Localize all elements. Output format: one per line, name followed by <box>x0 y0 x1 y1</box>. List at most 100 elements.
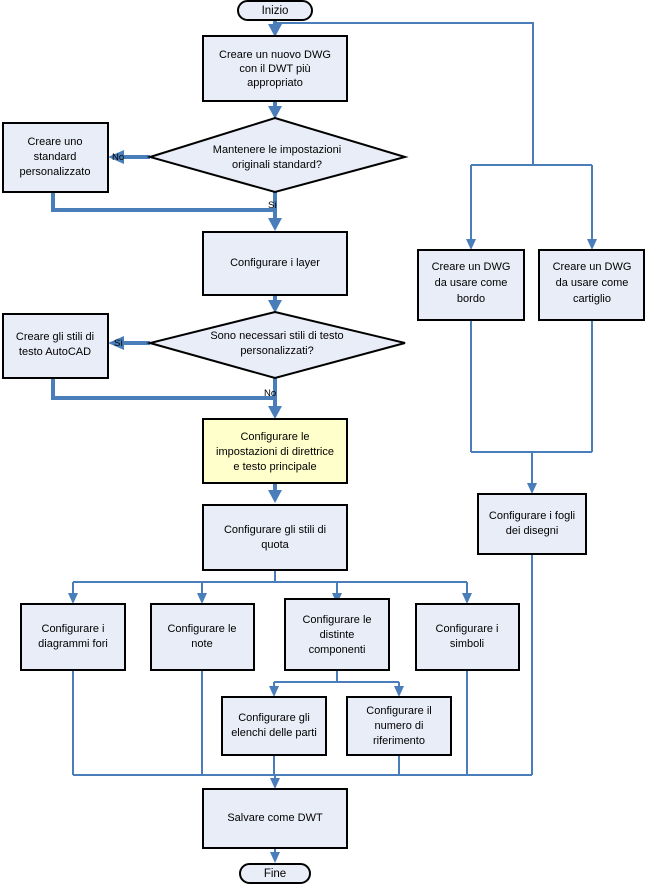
node-salvare-come-dwt[interactable]: Salvare come DWT <box>202 788 348 849</box>
n2-line-2: standard <box>34 151 77 163</box>
n2-shape <box>2 122 109 193</box>
node-configurare-stili-quota[interactable]: Configurare gli stili di quota <box>202 504 348 571</box>
n16-line-2: dei disegni <box>506 525 559 537</box>
node-configurare-fogli-disegni[interactable]: Configurare i fogli dei disegni <box>477 493 587 555</box>
arrowhead-to-n14 <box>466 239 476 250</box>
d2-shape <box>146 310 406 380</box>
node-configurare-simboli[interactable]: Configurare i simboli <box>415 603 520 671</box>
start-label: Inizio <box>262 5 289 17</box>
n9-line-2: distinte <box>320 629 355 641</box>
n6-line-1: Configurare gli stili di <box>224 524 326 536</box>
arrowhead-d1-no-to-n2 <box>108 150 124 164</box>
edge-label-d2-si: Sì <box>114 338 123 349</box>
n13-shape <box>202 788 348 849</box>
connector-n2-merge <box>51 192 275 212</box>
n8-line-2: note <box>191 638 212 650</box>
arrowhead-to-n8 <box>197 593 207 604</box>
connector-layer <box>51 18 597 863</box>
node-creare-stili-testo-autocad[interactable]: Creare gli stili di testo AutoCAD <box>2 313 109 379</box>
node-decision-mantenere-impostazioni[interactable]: Mantenere le impostazioni originali stan… <box>146 116 409 194</box>
n3-shape <box>202 231 348 296</box>
n4-line-2: testo AutoCAD <box>19 346 91 358</box>
n12-line-1: Configurare il <box>366 705 431 717</box>
node-configurare-layer[interactable]: Configurare i layer <box>202 231 348 296</box>
n11-line-1: Configurare gli <box>238 712 310 724</box>
n5-line-3: e testo principale <box>233 461 316 473</box>
n14-line-2: da usare come <box>435 277 508 289</box>
n9-line-3: componenti <box>309 644 366 656</box>
n16-line-1: Configurare i fogli <box>489 510 575 522</box>
connector-start-to-right-branch <box>277 22 534 165</box>
n9-line-1: Configurare le <box>302 614 371 626</box>
connector-n4-merge <box>51 378 275 400</box>
n14-line-1: Creare un DWG <box>432 261 511 273</box>
node-creare-standard-personalizzato[interactable]: Creare uno standard personalizzato <box>2 122 109 193</box>
arrowhead-n3-to-d2 <box>268 300 282 313</box>
node-configurare-elenchi-parti[interactable]: Configurare gli elenchi delle parti <box>221 696 327 756</box>
arrowhead-to-n3 <box>268 218 282 231</box>
n6-line-2: quota <box>261 539 289 551</box>
n8-line-1: Configurare le <box>167 623 236 635</box>
arrowhead-to-n16 <box>527 483 537 494</box>
node-configurare-direttrice-testo[interactable]: Configurare le impostazioni di direttric… <box>202 418 348 484</box>
n2-line-1: Creare uno <box>27 136 82 148</box>
arrowhead-start-to-n1 <box>268 24 282 37</box>
arrowhead-to-n7 <box>68 593 78 604</box>
n15-shape <box>538 249 645 321</box>
arrowhead-to-n10 <box>462 593 472 604</box>
n8-shape <box>150 603 255 671</box>
node-configurare-numero-riferimento[interactable]: Configurare il numero di riferimento <box>346 696 452 756</box>
arrowhead-to-n12 <box>394 686 404 697</box>
n7-line-1: Configurare i <box>42 623 105 635</box>
node-end[interactable]: Fine <box>239 863 311 884</box>
n14-shape <box>417 249 525 321</box>
end-label: Fine <box>264 868 286 880</box>
n7-line-2: diagrammi fori <box>38 638 108 650</box>
node-creare-dwg-cartiglio[interactable]: Creare un DWG da usare come cartiglio <box>538 249 645 321</box>
n2-line-3: personalizzato <box>20 166 91 178</box>
n5-shape <box>202 418 348 484</box>
node-configurare-note[interactable]: Configurare le note <box>150 603 255 671</box>
arrowhead-to-n11 <box>269 686 279 697</box>
n15-line-1: Creare un DWG <box>553 261 632 273</box>
n1-line-1: Creare un nuovo DWG <box>219 49 331 61</box>
n3-line-1: Configurare i layer <box>230 257 320 269</box>
start-terminator-shape <box>237 0 313 21</box>
n7-shape <box>20 603 126 671</box>
n15-line-3: cartiglio <box>573 293 611 305</box>
arrowhead-d2-si-to-n4 <box>108 336 124 350</box>
edge-label-d2-no: No <box>264 388 276 399</box>
node-configurare-diagrammi-fori[interactable]: Configurare i diagrammi fori <box>20 603 126 671</box>
arrowhead-to-n13 <box>270 778 280 789</box>
n9-shape <box>284 598 390 671</box>
node-start[interactable]: Inizio <box>237 0 313 21</box>
n14-line-3: bordo <box>457 293 485 305</box>
arrowhead-to-n5 <box>268 406 282 419</box>
n11-line-2: elenchi delle parti <box>231 727 317 739</box>
arrowhead-n5-to-n6 <box>268 490 282 503</box>
n16-shape <box>477 493 587 555</box>
node-creare-dwg-bordo[interactable]: Creare un DWG da usare come bordo <box>417 249 525 321</box>
n12-line-3: riferimento <box>373 735 425 747</box>
n12-line-2: numero di <box>375 720 424 732</box>
arrowhead-to-n15 <box>587 239 597 250</box>
n6-shape <box>202 504 348 571</box>
edge-label-d1-si: Sì <box>268 200 277 211</box>
node-decision-stili-testo[interactable]: Sono necessari stili di testo personaliz… <box>146 310 406 380</box>
arrowhead-n13-to-end <box>270 852 280 863</box>
d2-line-2: personalizzati? <box>240 345 313 357</box>
node-configurare-distinte-componenti[interactable]: Configurare le distinte componenti <box>284 598 390 671</box>
n1-line-3: appropriato <box>247 77 303 89</box>
n10-line-2: simboli <box>450 638 484 650</box>
node-creare-nuovo-dwg[interactable]: Creare un nuovo DWG con il DWT più appro… <box>202 35 348 102</box>
n13-line-1: Salvare come DWT <box>227 812 323 824</box>
n5-line-2: impostazioni di direttrice <box>216 446 334 458</box>
end-terminator-shape <box>239 863 311 884</box>
d1-line-2: originali standard? <box>232 159 322 171</box>
n15-line-2: da usare come <box>556 277 629 289</box>
n4-line-1: Creare gli stili di <box>16 331 94 343</box>
n10-shape <box>415 603 520 671</box>
n4-shape <box>2 313 109 379</box>
n1-shape <box>202 35 348 102</box>
